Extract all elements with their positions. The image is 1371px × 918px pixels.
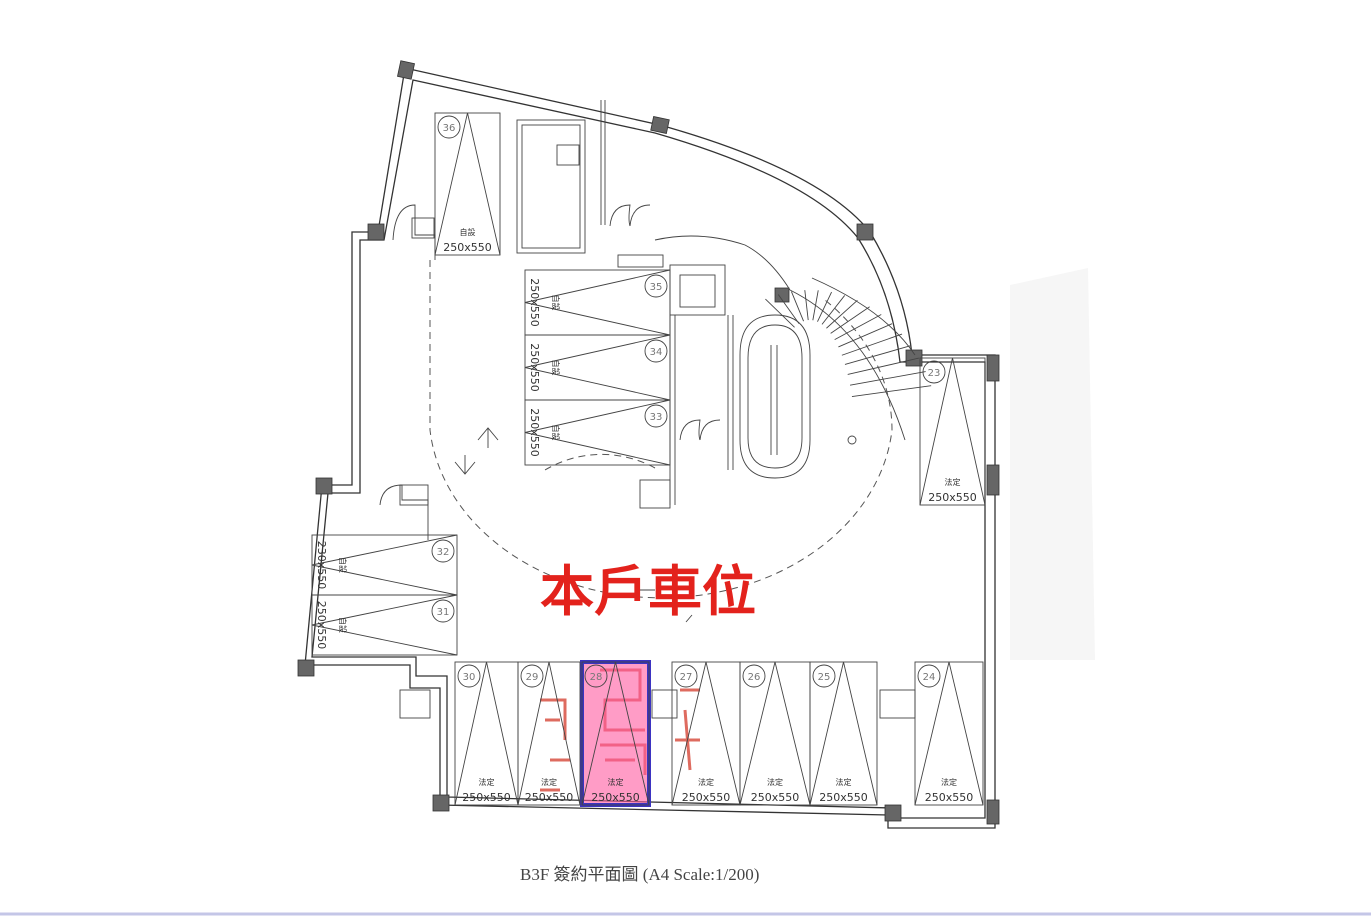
spot-size: 250x550 [928, 491, 977, 504]
parking-spot-35[interactable]: 35 自設 250x550 [524, 269, 671, 336]
spot-car-triangle [311, 594, 458, 656]
spot-number: 33 [650, 412, 663, 423]
spot-number-circle [922, 360, 946, 384]
spot-number-circle [742, 664, 766, 688]
parking-spot-32[interactable]: 32 自設 230x550 [311, 534, 458, 596]
spot-size: 230x550 [315, 541, 328, 590]
spot-type: 法定 [698, 777, 714, 787]
parking-spot-31[interactable]: 31 自設 250x550 [311, 594, 458, 656]
spot-type: 自設 [338, 557, 348, 573]
spot-number: 27 [680, 672, 693, 683]
spot-car-triangle [919, 357, 986, 506]
spot-type: 法定 [767, 777, 783, 787]
stair-treads [765, 290, 932, 397]
spot-number-circle [812, 664, 836, 688]
parking-spot-24[interactable]: 24 法定 250x550 [914, 661, 984, 806]
spot-number-circle [644, 274, 668, 298]
parking-spot-36[interactable]: 36 自設 250x550 [434, 112, 501, 256]
spot-car-triangle [311, 534, 458, 596]
spot-car-triangle [914, 661, 984, 806]
spot-number: 31 [437, 607, 450, 618]
background-sheet [1010, 268, 1095, 660]
spot-number-circle [584, 664, 608, 688]
spot-outline [524, 269, 671, 336]
spot-car-triangle [517, 661, 581, 806]
building-walls [297, 60, 1000, 829]
spot-number: 30 [463, 672, 476, 683]
spot-type: 法定 [836, 777, 852, 787]
spot-type: 法定 [608, 777, 624, 787]
spot-car-triangle [524, 269, 671, 336]
spot-number: 34 [650, 347, 663, 358]
spot-number-circle [917, 664, 941, 688]
spot-number: 32 [437, 547, 450, 558]
spot-size: 250x550 [528, 408, 541, 457]
spot-car-triangle [809, 661, 878, 806]
spot-number: 29 [526, 672, 539, 683]
spot-size: 250x550 [315, 601, 328, 650]
parking-spot-33[interactable]: 33 自設 250x550 [524, 399, 671, 466]
spot-outline [311, 594, 458, 656]
spot-outline [311, 534, 458, 596]
spot-number-circle [437, 115, 461, 139]
spot-car-triangle [581, 661, 650, 806]
spot-number-circle [644, 339, 668, 363]
plan-caption: B3F 簽約平面圖 (A4 Scale:1/200) [520, 865, 759, 884]
spot-size: 250x550 [925, 791, 974, 804]
spot-number: 28 [590, 672, 603, 683]
own-parking-label: 本戶車位 [540, 560, 756, 623]
spot-outline [524, 334, 671, 401]
parking-spots: 30 法定 250x550 29 法定 250x550 28 法定 250x550 27 法定 250… [311, 112, 986, 806]
spot-type: 自設 [551, 425, 561, 441]
spot-type: 法定 [479, 777, 495, 787]
spot-size: 250x550 [525, 791, 574, 804]
spot-car-triangle [524, 399, 671, 466]
spot-size: 250x550 [528, 343, 541, 392]
spot-size: 250x550 [443, 241, 492, 254]
parking-spot-28[interactable]: 28 法定 250x550 [581, 661, 650, 806]
spot-size: 250x550 [751, 791, 800, 804]
spot-type: 法定 [945, 477, 961, 487]
spot-type: 自設 [551, 295, 561, 311]
parking-spot-27[interactable]: 27 法定 250x550 [671, 661, 741, 806]
spot-car-triangle [671, 661, 741, 806]
spot-size: 250x550 [819, 791, 868, 804]
parking-spot-23[interactable]: 23 法定 250x550 [919, 357, 986, 506]
spot-number: 24 [923, 672, 936, 683]
spot-type: 自設 [551, 360, 561, 376]
spot-number-circle [431, 599, 455, 623]
spot-number: 35 [650, 282, 663, 293]
spot-size: 250x550 [591, 791, 640, 804]
spot-outline [524, 399, 671, 466]
spot-car-triangle [434, 112, 501, 256]
parking-spot-26[interactable]: 26 法定 250x550 [739, 661, 811, 806]
spot-car-triangle [739, 661, 811, 806]
spot-number-circle [457, 664, 481, 688]
spot-number: 26 [748, 672, 761, 683]
parking-spot-25[interactable]: 25 法定 250x550 [809, 661, 878, 806]
spot-size: 250x550 [682, 791, 731, 804]
spot-number-circle [431, 539, 455, 563]
spot-type: 自設 [460, 227, 476, 237]
spot-size: 250x550 [528, 278, 541, 327]
spot-number-circle [674, 664, 698, 688]
spot-type: 法定 [541, 777, 557, 787]
spot-type: 自設 [338, 617, 348, 633]
spot-number-circle [644, 404, 668, 428]
spot-number: 23 [928, 368, 941, 379]
spot-type: 法定 [941, 777, 957, 787]
spot-number: 25 [818, 672, 831, 683]
spot-car-triangle [524, 334, 671, 401]
spot-car-triangle [454, 661, 519, 806]
parking-spot-34[interactable]: 34 自設 250x550 [524, 334, 671, 401]
spot-number: 36 [443, 123, 456, 134]
spot-number-circle [520, 664, 544, 688]
parking-spot-30[interactable]: 30 法定 250x550 [454, 661, 519, 806]
spot-size: 250x550 [462, 791, 511, 804]
parking-spot-29[interactable]: 29 法定 250x550 [517, 661, 581, 806]
